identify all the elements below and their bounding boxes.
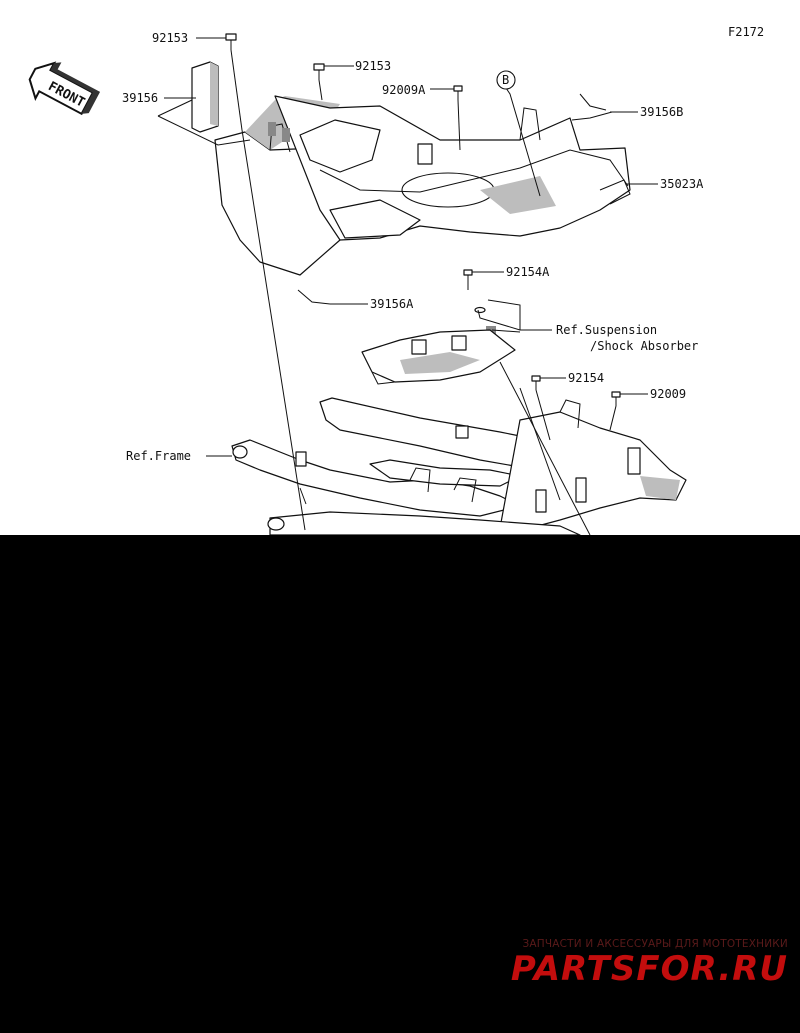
diagram-canvas: F2172 FRONT — [28, 25, 764, 535]
bolt-92153-b — [313, 63, 325, 80]
callout-92153-a: 92153 — [152, 31, 188, 45]
pad-39156 — [191, 61, 219, 133]
bolt-92154A — [463, 269, 496, 334]
callout-39156B: 39156B — [640, 105, 683, 119]
callout-92009A: 92009A — [382, 83, 426, 97]
bolt-92153-a — [225, 33, 237, 50]
callout-ref-frame: Ref.Frame — [126, 449, 191, 463]
callout-39156: 39156 — [122, 91, 158, 105]
front-arrow-icon: FRONT — [28, 61, 101, 116]
callout-92154A: 92154A — [506, 265, 550, 279]
callout-92153-b: 92153 — [355, 59, 391, 73]
callout-shock-absorber: /Shock Absorber — [590, 339, 698, 353]
bolt-92009 — [611, 391, 621, 406]
watermark-logo: PARTSFOR.RU — [510, 949, 788, 989]
callout-35023A: 35023A — [660, 177, 704, 191]
callout-ref-suspension: Ref.Suspension — [556, 323, 657, 337]
callout-b: B — [502, 73, 509, 87]
band-39156A — [297, 289, 331, 305]
parts-diagram: F2172 FRONT — [0, 0, 800, 535]
watermark: ЗАПЧАСТИ И АКСЕССУАРЫ ДЛЯ МОТОТЕХНИКИ PA… — [488, 938, 788, 988]
bolt-92009A — [453, 85, 463, 100]
callout-92154: 92154 — [568, 371, 604, 385]
bolt-92154 — [531, 375, 541, 390]
callout-39156A: 39156A — [370, 297, 414, 311]
undercover-tray — [214, 95, 631, 276]
figure-code: F2172 — [728, 25, 764, 39]
watermark-tagline: ЗАПЧАСТИ И АКСЕССУАРЫ ДЛЯ МОТОТЕХНИКИ — [522, 938, 788, 950]
callout-92009: 92009 — [650, 387, 686, 401]
leader-lines — [157, 37, 658, 535]
ref-b-circle-icon — [496, 70, 516, 90]
band-39156B — [579, 93, 607, 111]
suspension-bracket — [361, 329, 516, 385]
frame-assembly — [231, 397, 687, 535]
